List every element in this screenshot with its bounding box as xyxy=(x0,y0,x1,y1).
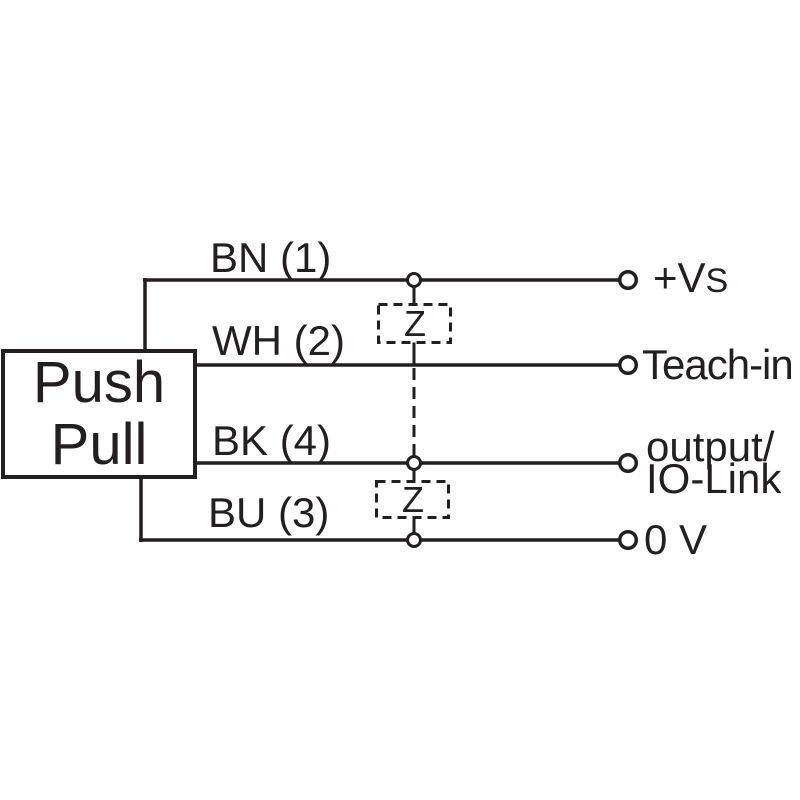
bn-wire-label: BN (1) xyxy=(210,234,332,281)
teach-terminal-label: Teach-in xyxy=(642,341,794,388)
wh-wire-label: WH (2) xyxy=(212,317,345,364)
output-terminal-label: output/ IO-Link xyxy=(646,423,782,502)
suppressor-box-upper xyxy=(377,303,452,344)
suppressor-box-lower xyxy=(375,480,450,519)
teach-terminal-circle xyxy=(618,355,638,375)
bn-junction-node xyxy=(406,272,422,288)
bu-wire-label: BU (3) xyxy=(208,489,330,536)
device-box xyxy=(1,349,197,479)
vs-terminal-circle xyxy=(618,270,638,290)
bk-junction-node xyxy=(406,455,422,471)
device-label: Push Pull xyxy=(1,349,197,479)
bk-wire-label: BK (4) xyxy=(212,417,332,464)
vs-terminal-main: +V xyxy=(653,254,706,301)
suppressor-lower-label: Z xyxy=(402,479,424,520)
bu-junction-node xyxy=(406,532,422,548)
output-terminal-line1: output/ xyxy=(646,423,775,470)
device-label-line2: Pull xyxy=(50,412,148,477)
zerov-terminal-label: 0 V xyxy=(644,516,708,563)
vs-terminal-label: +VS xyxy=(653,257,728,302)
device-label-line1: Push xyxy=(32,350,166,415)
zerov-terminal-circle xyxy=(618,530,638,550)
output-terminal-circle xyxy=(618,453,638,473)
output-terminal-line2: IO-Link xyxy=(646,455,782,502)
vs-terminal-subscript: S xyxy=(705,262,729,300)
suppressor-upper-label: Z xyxy=(404,303,426,344)
